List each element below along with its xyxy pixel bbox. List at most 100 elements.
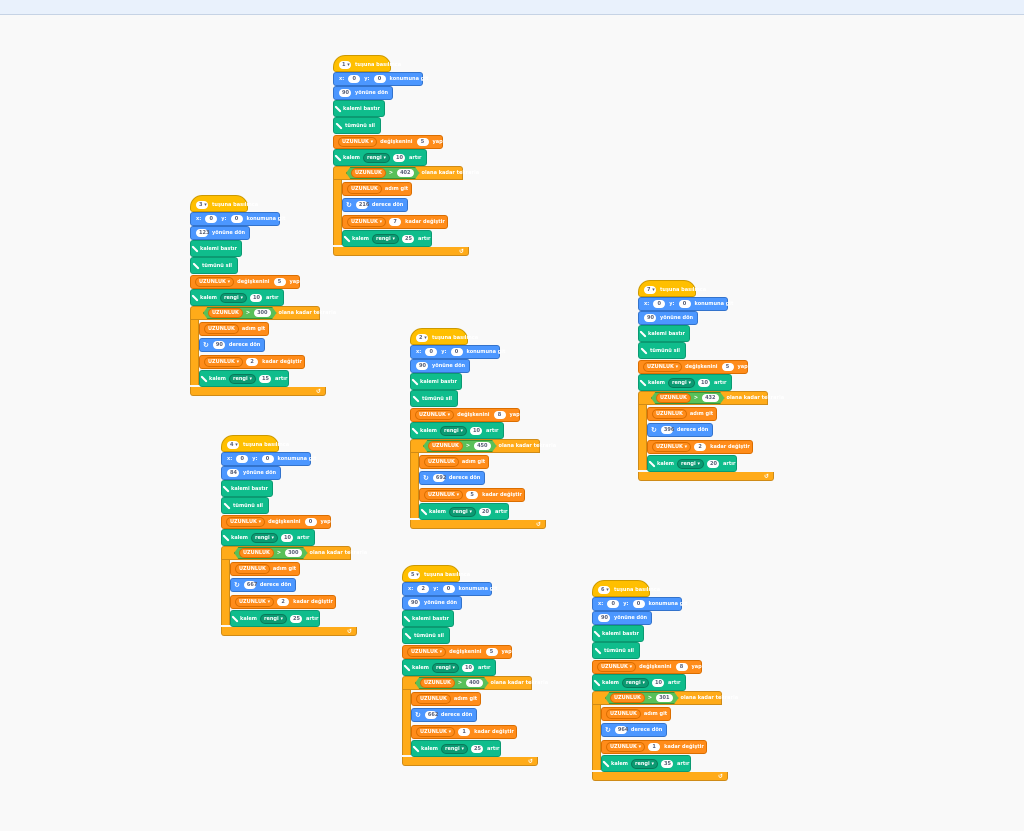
turn-block[interactable]: ↻ 964 derece dön (601, 723, 667, 737)
goto-xy-block[interactable]: x: 0 y: 0 konumuna git (190, 212, 285, 226)
variable-reporter[interactable]: UZUNLUK (208, 308, 243, 318)
greater-than-condition[interactable]: UZUNLUK > 300 (234, 547, 308, 559)
key-dropdown[interactable]: 5 ▾ (408, 571, 420, 579)
limit-input[interactable]: 300 (254, 309, 271, 317)
change-value-input[interactable]: 1 (648, 743, 661, 751)
greater-than-condition[interactable]: UZUNLUK > 402 (346, 167, 420, 179)
pen-param-dropdown[interactable]: rengi ▾ (441, 743, 468, 754)
x-input[interactable]: 0 (607, 600, 620, 608)
goto-xy-block[interactable]: x: 2 y: 0 konumuna git (402, 582, 497, 596)
pen-param-dropdown[interactable]: rengi ▾ (372, 233, 399, 244)
clear-block[interactable]: tümünü sil (592, 642, 640, 659)
repeat-until-block[interactable]: UZUNLUK > 400 olana kadar tekrarla (402, 676, 548, 690)
change-variable-block[interactable]: UZUNLUK ▾ 1 kadar değiştir (411, 725, 517, 739)
change-pen-color-block[interactable]: kalem rengi ▾ 10 artır (402, 659, 496, 676)
when-key-pressed-block[interactable]: 4 ▾ tuşuna basılınca (221, 435, 289, 452)
set-variable-block[interactable]: UZUNLUK ▾ değişkenini 8 yap (592, 660, 702, 674)
variable-dropdown[interactable]: UZUNLUK ▾ (415, 410, 455, 420)
variable-dropdown[interactable]: UZUNLUK ▾ (643, 362, 683, 372)
when-key-pressed-block[interactable]: 7 ▾ tuşuna basılınca (638, 280, 706, 297)
variable-dropdown[interactable]: UZUNLUK ▾ (235, 597, 275, 607)
variable-reporter[interactable]: UZUNLUK (204, 324, 239, 334)
pen-param-dropdown[interactable]: rengi ▾ (677, 458, 704, 469)
x-input[interactable]: 0 (653, 300, 666, 308)
limit-input[interactable]: 450 (474, 442, 491, 450)
pen-down-block[interactable]: kalemi bastır (592, 625, 644, 642)
variable-reporter[interactable]: UZUNLUK (428, 441, 463, 451)
goto-xy-block[interactable]: x: 0 y: 0 konumuna git (333, 72, 428, 86)
pen-down-block[interactable]: kalemi bastır (402, 610, 454, 627)
move-steps-block[interactable]: UZUNLUK adım git (342, 182, 412, 196)
clear-block[interactable]: tümünü sil (221, 497, 269, 514)
pen-param-dropdown[interactable]: rengi ▾ (363, 152, 390, 163)
pen-change-input[interactable]: 25 (402, 234, 414, 243)
set-variable-block[interactable]: UZUNLUK ▾ değişkenini 5 yap (190, 275, 300, 289)
point-direction-block[interactable]: 90 yönüne dön (410, 359, 470, 373)
variable-dropdown[interactable]: UZUNLUK ▾ (597, 662, 637, 672)
script-stack-key-1[interactable]: 1 ▾ tuşuna basılınca x: 0 y: 0 konumuna … (333, 55, 483, 280)
direction-input[interactable]: 90 (339, 89, 351, 97)
repeat-until-block[interactable]: UZUNLUK > 300 olana kadar tekrarla (190, 306, 336, 320)
key-dropdown[interactable]: 2 ▾ (416, 334, 428, 342)
repeat-until-block[interactable]: UZUNLUK > 300 olana kadar tekrarla (221, 546, 367, 560)
turn-block[interactable]: ↻ 90 derece dön (199, 338, 265, 352)
turn-input[interactable]: 692 (432, 474, 446, 482)
change-value-input[interactable]: 2 (277, 598, 290, 606)
limit-input[interactable]: 300 (285, 549, 302, 557)
change-pen-color-block[interactable]: kalem rengi ▾ 10 artır (592, 674, 686, 691)
key-dropdown[interactable]: 4 ▾ (227, 441, 239, 449)
change-pen-color-block-2[interactable]: kalem rengi ▾ 15 artır (199, 370, 289, 387)
pen-change-input[interactable]: 15 (259, 374, 271, 383)
pen-change-input[interactable]: 10 (281, 533, 293, 542)
direction-input[interactable]: 90 (408, 599, 420, 607)
variable-dropdown[interactable]: UZUNLUK ▾ (204, 357, 244, 367)
set-variable-block[interactable]: UZUNLUK ▾ değişkenini 8 yap (410, 408, 520, 422)
set-value-input[interactable]: 5 (416, 138, 429, 146)
set-value-input[interactable]: 5 (721, 363, 734, 371)
point-direction-block[interactable]: 90 yönüne dön (638, 311, 698, 325)
when-key-pressed-block[interactable]: 6 ▾ tuşuna basılınca (592, 580, 660, 597)
turn-block[interactable]: ↻ 692 derece dön (419, 471, 485, 485)
y-input[interactable]: 0 (442, 585, 455, 593)
direction-input[interactable]: 90 (416, 362, 428, 370)
pen-change-input[interactable]: 10 (462, 663, 474, 672)
script-stack-key-3[interactable]: 3 ▾ tuşuna basılınca x: 0 y: 0 konumuna … (190, 195, 340, 420)
pen-param-dropdown[interactable]: rengi ▾ (251, 532, 278, 543)
key-dropdown[interactable]: 3 ▾ (196, 201, 208, 209)
variable-reporter[interactable]: UZUNLUK (606, 709, 641, 719)
turn-block[interactable]: ↻ 662 derece dön (411, 708, 477, 722)
repeat-until-block[interactable]: UZUNLUK > 450 olana kadar tekrarla (410, 439, 556, 453)
x-input[interactable]: 0 (236, 455, 249, 463)
pen-down-block[interactable]: kalemi bastır (638, 325, 690, 342)
pen-param-dropdown[interactable]: rengi ▾ (622, 677, 649, 688)
change-value-input[interactable]: 1 (458, 728, 471, 736)
pen-param-dropdown[interactable]: rengi ▾ (668, 377, 695, 388)
variable-dropdown[interactable]: UZUNLUK ▾ (606, 742, 646, 752)
pen-param-dropdown[interactable]: rengi ▾ (229, 373, 256, 384)
set-value-input[interactable]: 5 (485, 648, 498, 656)
turn-input[interactable]: 662 (424, 711, 438, 719)
change-pen-color-block[interactable]: kalem rengi ▾ 10 artır (333, 149, 427, 166)
goto-xy-block[interactable]: x: 0 y: 0 konumuna git (410, 345, 505, 359)
pen-change-input[interactable]: 10 (470, 426, 482, 435)
pen-change-input[interactable]: 10 (250, 293, 262, 302)
x-input[interactable]: 0 (425, 348, 438, 356)
move-steps-block[interactable]: UZUNLUK adım git (419, 455, 489, 469)
goto-xy-block[interactable]: x: 0 y: 0 konumuna git (638, 297, 733, 311)
variable-reporter[interactable]: UZUNLUK (416, 694, 451, 704)
change-pen-color-block-2[interactable]: kalem rengi ▾ 35 artır (601, 755, 691, 772)
script-stack-key-4[interactable]: 4 ▾ tuşuna basılınca x: 0 y: 0 konumuna … (221, 435, 371, 660)
point-direction-block[interactable]: 84 yönüne dön (221, 466, 281, 480)
greater-than-condition[interactable]: UZUNLUK > 300 (203, 307, 277, 319)
y-input[interactable]: 0 (450, 348, 463, 356)
pen-change-input[interactable]: 35 (661, 759, 673, 768)
change-variable-block[interactable]: UZUNLUK ▾ 2 kadar değiştir (647, 440, 753, 454)
turn-input[interactable]: 964 (614, 726, 628, 734)
direction-input[interactable]: 90 (598, 614, 610, 622)
set-variable-block[interactable]: UZUNLUK ▾ değişkenini 0 yap (221, 515, 331, 529)
limit-input[interactable]: 432 (702, 394, 719, 402)
change-variable-block[interactable]: UZUNLUK ▾ 7 kadar değiştir (342, 215, 448, 229)
change-pen-color-block-2[interactable]: kalem rengi ▾ 25 artır (411, 740, 501, 757)
variable-reporter[interactable]: UZUNLUK (347, 184, 382, 194)
limit-input[interactable]: 402 (397, 169, 414, 177)
